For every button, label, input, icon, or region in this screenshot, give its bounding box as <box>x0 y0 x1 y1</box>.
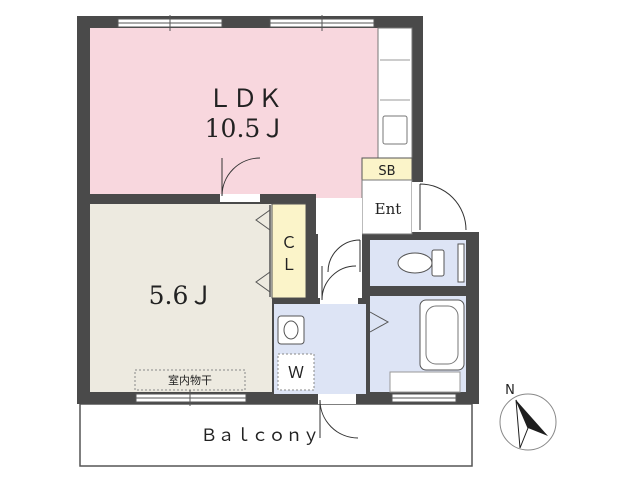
balcony-area <box>79 403 473 467</box>
bedroom <box>90 204 272 392</box>
balcony-door-swing <box>319 399 359 439</box>
entrance-door-swing <box>419 183 467 231</box>
drying-rack-label: 室内物干 <box>168 373 212 387</box>
compass-icon <box>499 393 557 451</box>
balcony-label: Ｂａｌｃｏｎｙ <box>201 426 320 446</box>
compass-label: N <box>505 383 515 398</box>
interior-wall-ldk-bedroom <box>86 194 316 202</box>
toilet-bowl <box>397 252 433 274</box>
bathtub <box>419 299 465 371</box>
washer-label: Ｗ <box>288 363 304 382</box>
closet-label-2: Ｌ <box>281 255 297 274</box>
wash-basin <box>277 315 305 345</box>
kitchen-sink <box>382 115 408 145</box>
entrance-label: Ent <box>375 200 402 218</box>
bedroom-size: 5.6Ｊ <box>149 281 214 310</box>
closet-label-1: Ｃ <box>281 233 297 252</box>
bedroom-door-swing <box>221 157 261 197</box>
toilet-tank <box>431 249 445 277</box>
windows <box>117 15 457 406</box>
ldk-size: 10.5Ｊ <box>205 114 286 143</box>
ldk-name: ＬＤＫ <box>207 84 282 113</box>
ldk-room <box>90 28 378 198</box>
shoe-box-label: SB <box>378 164 395 179</box>
washroom-door-swing <box>321 265 357 301</box>
washer-space <box>277 353 315 391</box>
entrance-door-opening <box>412 182 426 232</box>
